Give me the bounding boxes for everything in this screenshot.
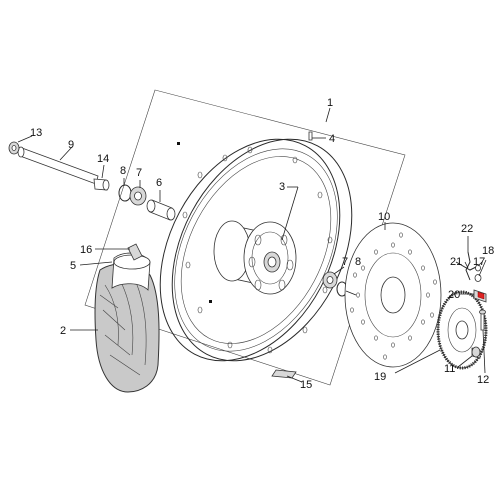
callout-10: 10 [378, 211, 390, 223]
callout-13: 13 [30, 127, 42, 139]
marker-dot [209, 300, 212, 303]
callout-17: 17 [473, 256, 485, 268]
marker-dot [177, 142, 180, 145]
callout-2: 2 [60, 325, 66, 337]
callout-21: 21 [450, 256, 462, 268]
callout-5: 5 [70, 260, 76, 272]
callout-1: 1 [327, 97, 333, 109]
callout-4: 4 [329, 133, 335, 145]
callout-7-left: 7 [136, 167, 142, 179]
callout-16: 16 [80, 244, 92, 256]
spacer-tube [146, 199, 176, 221]
axle-nut [8, 141, 20, 155]
callout-19: 19 [374, 371, 386, 383]
callout-7-right: 7 [342, 256, 348, 268]
callout-14: 14 [97, 153, 109, 165]
disc-bolt [471, 346, 481, 359]
callout-15: 15 [300, 379, 312, 391]
assembly-outline [84, 89, 406, 386]
callout-11: 11 [444, 363, 455, 375]
abs-sensor [455, 251, 487, 303]
wheel-hub [213, 220, 297, 295]
callout-22: 22 [461, 223, 473, 235]
leader-lines [17, 107, 487, 383]
valve-stem [308, 131, 313, 141]
seal-ring-left [118, 184, 132, 202]
callout-3: 3 [279, 181, 285, 193]
callout-20: 20 [448, 289, 460, 301]
sensor-screw [479, 309, 486, 331]
callout-8-right: 8 [355, 256, 361, 268]
callout-12: 12 [477, 374, 489, 386]
rim-strap [127, 243, 143, 261]
bearing-right [322, 271, 338, 289]
bearing-left [129, 186, 147, 206]
callout-9: 9 [68, 139, 74, 151]
brake-disc [344, 222, 442, 368]
callout-6: 6 [156, 177, 162, 189]
axle [17, 146, 99, 185]
spacer-left [93, 178, 110, 191]
balance-weight [271, 369, 297, 379]
callout-8-left: 8 [120, 165, 126, 177]
callout-18: 18 [482, 245, 494, 257]
